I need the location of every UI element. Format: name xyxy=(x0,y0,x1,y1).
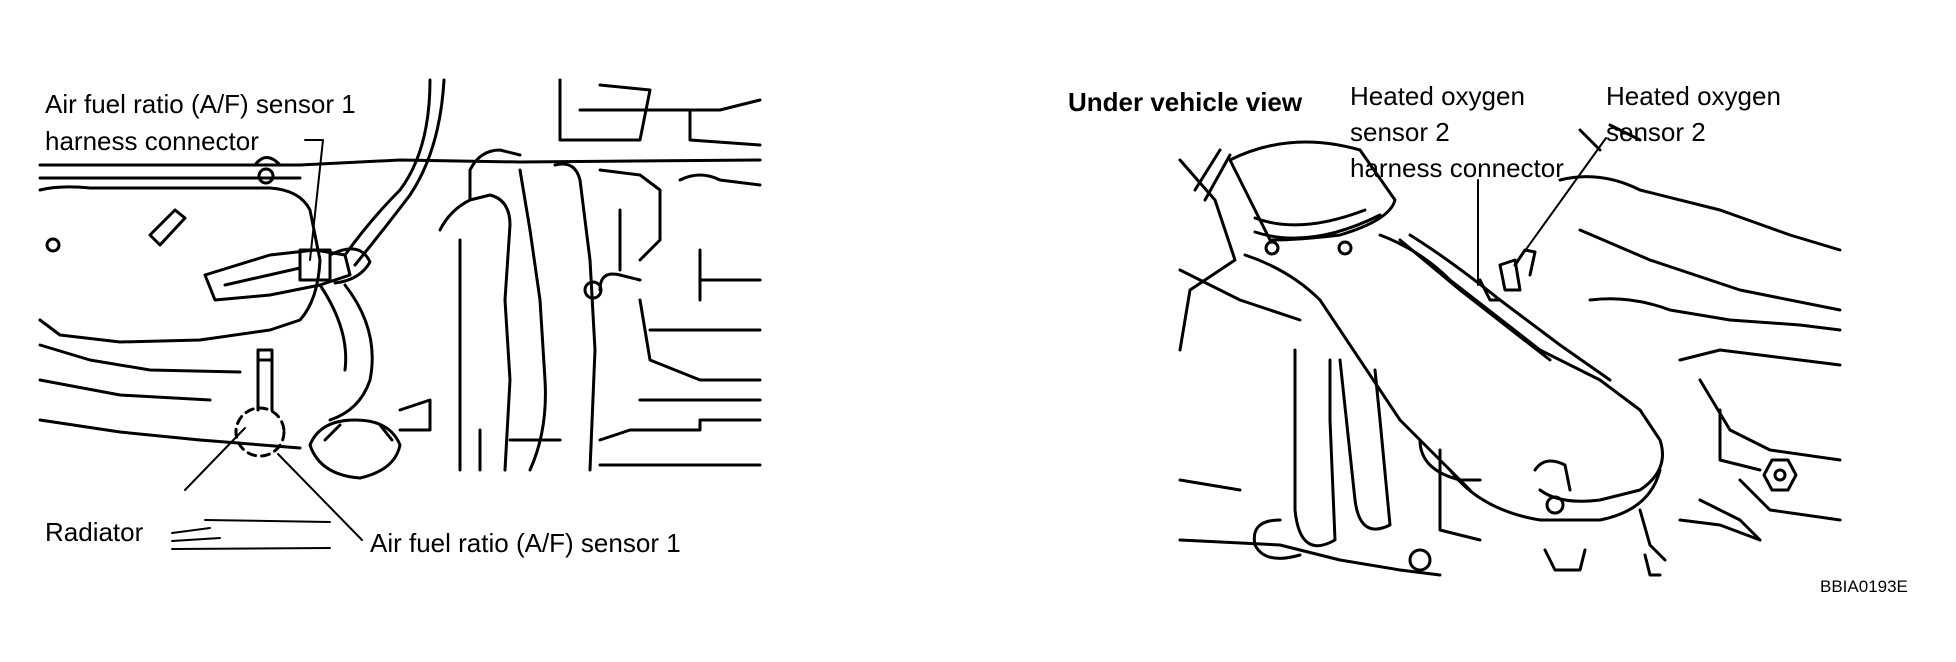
under-vehicle-view-title: Under vehicle view xyxy=(1068,87,1303,117)
radiator-label: Radiator xyxy=(45,517,144,547)
ho2s-label-line1: Heated oxygen xyxy=(1606,81,1781,111)
ho2s-label-line2: sensor 2 xyxy=(1606,117,1706,147)
figure-code: BBIA0193E xyxy=(1820,577,1908,596)
ho2s-harness-label-line2: sensor 2 xyxy=(1350,117,1450,147)
ho2s-harness-label-line3: harness connector xyxy=(1350,153,1564,183)
af-sensor-harness-label-line1: Air fuel ratio (A/F) sensor 1 xyxy=(45,89,356,119)
af-sensor-harness-label-line2: harness connector xyxy=(45,126,259,156)
ho2s-harness-label-line1: Heated oxygen xyxy=(1350,81,1525,111)
under-vehicle-illustration xyxy=(1178,123,1842,577)
engine-compartment-illustration xyxy=(38,78,762,550)
af-sensor-label: Air fuel ratio (A/F) sensor 1 xyxy=(370,528,681,558)
